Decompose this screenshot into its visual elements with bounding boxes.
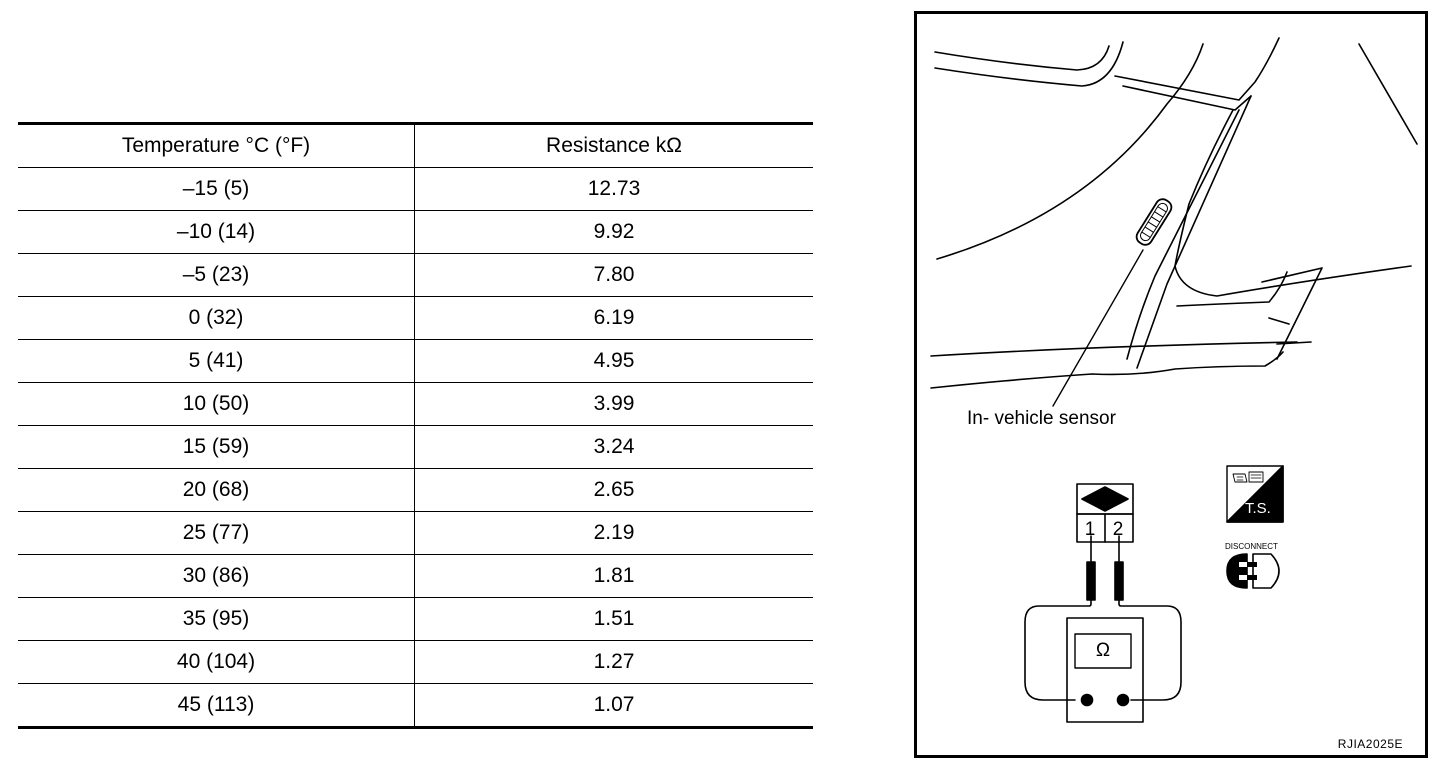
resistance-cell: 7.80 <box>414 253 813 297</box>
table-row: 10 (50) 3.99 <box>18 382 813 426</box>
dashboard-outline <box>930 37 1418 389</box>
resistance-cell: 6.19 <box>414 296 813 340</box>
temperature-cell: 20 (68) <box>18 468 415 512</box>
resistance-cell: 1.27 <box>414 640 813 684</box>
table-row: 45 (113) 1.07 <box>18 683 813 729</box>
ts-icon <box>1226 465 1284 523</box>
resistance-cell: 1.07 <box>414 683 813 729</box>
resistance-cell: 2.65 <box>414 468 813 512</box>
resistance-cell: 4.95 <box>414 339 813 383</box>
temperature-cell: 35 (95) <box>18 597 415 641</box>
resistance-cell: 3.24 <box>414 425 813 469</box>
sensor-illustration: In- vehicle sensor 1 2 Ω T.S. DISCONNECT… <box>914 11 1428 758</box>
disconnect-label: DISCONNECT <box>1225 542 1278 551</box>
resistance-cell: 1.51 <box>414 597 813 641</box>
table-row: 35 (95) 1.51 <box>18 597 813 641</box>
table-row: –10 (14) 9.92 <box>18 210 813 254</box>
temperature-cell: 5 (41) <box>18 339 415 383</box>
temperature-cell: 0 (32) <box>18 296 415 340</box>
temperature-cell: –5 (23) <box>18 253 415 297</box>
temperature-cell: –10 (14) <box>18 210 415 254</box>
figure-code: RJIA2025E <box>1337 737 1403 751</box>
in-vehicle-sensor-label: In- vehicle sensor <box>967 408 1116 429</box>
header-temperature: Temperature °C (°F) <box>18 122 415 168</box>
temperature-cell: –15 (5) <box>18 167 415 211</box>
temperature-cell: 45 (113) <box>18 683 415 729</box>
temperature-cell: 40 (104) <box>18 640 415 684</box>
table-row: –5 (23) 7.80 <box>18 253 813 297</box>
ohmmeter-display: Ω <box>1095 640 1111 661</box>
resistance-cell: 3.99 <box>414 382 813 426</box>
table-row: 40 (104) 1.27 <box>18 640 813 684</box>
disconnect-icon <box>1226 553 1280 589</box>
illustration-drawing <box>930 37 1418 723</box>
ohmmeter-icon <box>1066 617 1144 723</box>
table-row: 0 (32) 6.19 <box>18 296 813 340</box>
table-row: 30 (86) 1.81 <box>18 554 813 598</box>
table-row: 20 (68) 2.65 <box>18 468 813 512</box>
table-row: 15 (59) 3.24 <box>18 425 813 469</box>
resistance-cell: 9.92 <box>414 210 813 254</box>
header-resistance: Resistance kΩ <box>414 122 813 168</box>
table-row: 5 (41) 4.95 <box>18 339 813 383</box>
connector-pin-2-label: 2 <box>1112 519 1124 540</box>
temperature-cell: 30 (86) <box>18 554 415 598</box>
temperature-cell: 25 (77) <box>18 511 415 555</box>
resistance-cell: 12.73 <box>414 167 813 211</box>
table-row: –15 (5) 12.73 <box>18 167 813 211</box>
sensor-grille-icon <box>1135 198 1173 246</box>
harness-connector-icon <box>1076 483 1134 543</box>
ts-label: T.S. <box>1245 500 1271 517</box>
table-row: 25 (77) 2.19 <box>18 511 813 555</box>
table-header-row: Temperature °C (°F) Resistance kΩ <box>18 122 813 168</box>
temperature-cell: 10 (50) <box>18 382 415 426</box>
leader-line <box>1052 249 1144 407</box>
resistance-table: Temperature °C (°F) Resistance kΩ –15 (5… <box>18 122 813 729</box>
resistance-cell: 2.19 <box>414 511 813 555</box>
test-probes <box>1024 535 1182 701</box>
connector-pin-1-label: 1 <box>1084 519 1096 540</box>
temperature-cell: 15 (59) <box>18 425 415 469</box>
resistance-cell: 1.81 <box>414 554 813 598</box>
